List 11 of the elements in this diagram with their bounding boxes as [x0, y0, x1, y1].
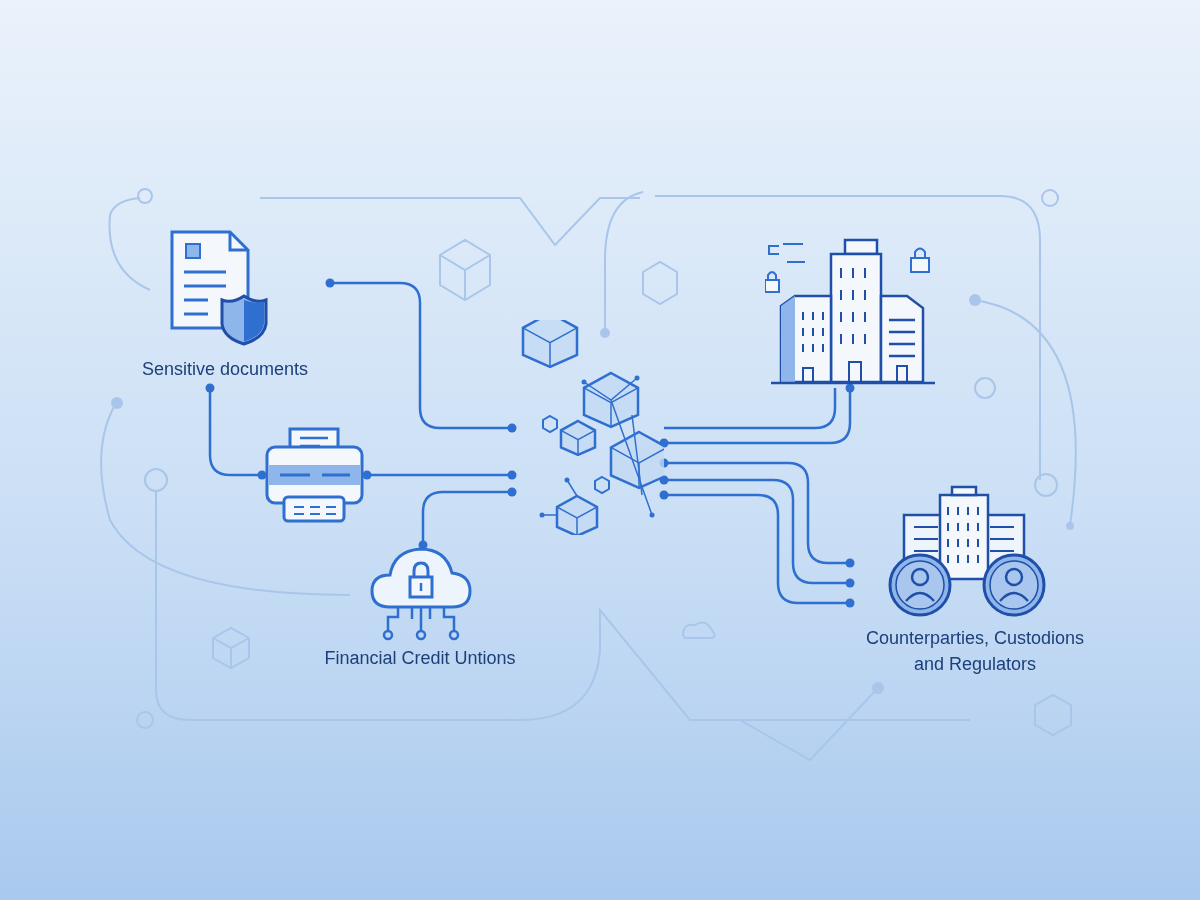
connector-line	[362, 470, 517, 480]
connector-line	[205, 383, 267, 480]
connector-line	[659, 475, 855, 588]
connector-line	[659, 490, 855, 608]
node-label: Sensitive documents	[140, 358, 310, 381]
connector-line	[664, 388, 837, 430]
node-label: Financial Credit Untions	[323, 647, 517, 670]
connector-line	[325, 278, 517, 433]
connector-line	[418, 487, 517, 550]
connector-line	[659, 383, 855, 448]
node-label: Counterparties, Custodions and Regulators	[864, 627, 1086, 676]
